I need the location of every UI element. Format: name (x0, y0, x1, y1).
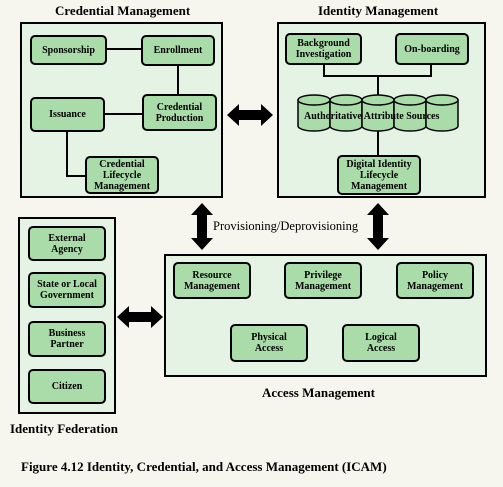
issuance-box: Issuance (30, 97, 105, 132)
database-icon-5 (425, 94, 459, 132)
credential-production-label: Credential Production (155, 101, 204, 124)
policy-management-box: Policy Management (396, 262, 474, 299)
connector-sources-to-lifecycle (377, 131, 379, 156)
double-arrow-federation-access (117, 306, 163, 328)
sponsorship-label: Sponsorship (42, 44, 95, 56)
credential-management-title: Credential Management (55, 3, 191, 18)
connector-onboarding-v (430, 64, 432, 76)
credential-lifecycle-box: Credential Lifecycle Management (85, 156, 159, 194)
logical-access-box: Logical Access (342, 324, 420, 362)
state-local-government-box: State or Local Government (28, 272, 106, 308)
business-partner-label: Business Partner (48, 328, 86, 350)
attribute-sources-databases (297, 94, 459, 132)
onboarding-label: On-boarding (404, 43, 460, 55)
business-partner-box: Business Partner (28, 321, 106, 357)
external-agency-box: External Agency (28, 226, 106, 261)
credential-lifecycle-label: Credential Lifecycle Management (93, 158, 151, 192)
enrollment-label: Enrollment (153, 45, 203, 56)
connector-sponsorship-enrollment (107, 48, 143, 50)
enrollment-box: Enrollment (141, 35, 215, 66)
identity-management-title: Identity Management (318, 3, 439, 18)
policy-management-label: Policy Management (406, 269, 464, 292)
citizen-box: Citizen (28, 369, 106, 404)
database-icon-4 (393, 94, 427, 132)
physical-access-box: Physical Access (230, 324, 308, 362)
credential-production-box: Credential Production (142, 94, 217, 131)
connector-background-v (323, 64, 325, 76)
connector-to-sources (377, 75, 379, 95)
logical-access-label: Logical Access (365, 332, 397, 354)
state-local-government-label: State or Local Government (37, 279, 97, 301)
citizen-label: Citizen (51, 381, 83, 392)
onboarding-box: On-boarding (395, 33, 469, 65)
external-agency-label: External Agency (48, 232, 86, 255)
privilege-management-label: Privilege Management (294, 269, 352, 292)
connector-issuance-lifecycle-v (66, 132, 68, 176)
privilege-management-box: Privilege Management (284, 262, 362, 299)
database-icon-3 (361, 94, 395, 132)
database-icon-1 (297, 94, 331, 132)
resource-management-label: Resource Management (183, 269, 241, 292)
background-investigation-label: Background Investigation (295, 38, 352, 60)
double-arrow-identity-access (367, 203, 389, 250)
double-arrow-credential-identity (227, 104, 273, 126)
connector-issuance-lifecycle-h (66, 175, 86, 177)
sponsorship-box: Sponsorship (30, 35, 107, 65)
connector-issuance-production (103, 113, 144, 115)
double-arrow-credential-access (191, 203, 213, 250)
connector-enrollment-production (177, 66, 179, 94)
access-management-title: Access Management (262, 385, 375, 400)
digital-identity-lifecycle-box: Digital Identity Lifecycle Management (337, 155, 421, 195)
identity-federation-title: Identity Federation (10, 421, 118, 436)
physical-access-label: Physical Access (251, 332, 287, 354)
digital-identity-lifecycle-label: Digital Identity Lifecycle Management (346, 158, 412, 192)
provisioning-label: Provisioning/Deprovisioning (213, 219, 359, 233)
issuance-label: Issuance (49, 109, 86, 120)
background-investigation-box: Background Investigation (285, 33, 362, 65)
figure-caption: Figure 4.12 Identity, Credential, and Ac… (21, 459, 387, 474)
attribute-sources-label: Authoritative Attribute Sources (304, 111, 440, 122)
resource-management-box: Resource Management (173, 262, 251, 299)
